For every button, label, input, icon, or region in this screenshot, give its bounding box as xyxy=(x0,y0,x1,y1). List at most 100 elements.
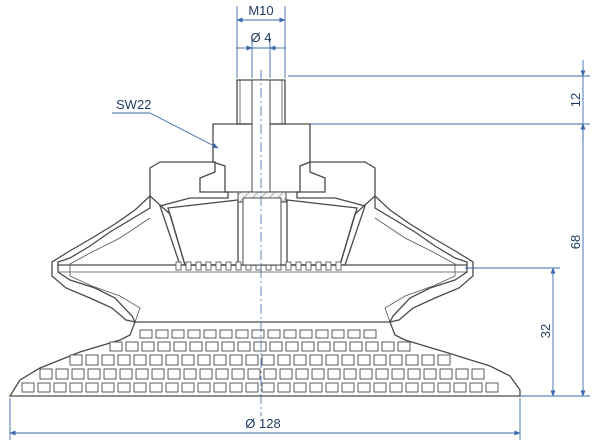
lip-cell xyxy=(205,341,219,352)
lip-cell xyxy=(167,368,181,380)
lip-cell xyxy=(423,368,437,380)
lip-cell xyxy=(471,368,485,380)
lip-cell xyxy=(149,354,163,366)
lip-cell xyxy=(53,382,67,393)
dimension-m10: M10 xyxy=(236,3,286,78)
lip-cell xyxy=(279,368,293,380)
body-tooth xyxy=(295,261,302,271)
lip-cell xyxy=(373,382,387,393)
lip-cell xyxy=(331,329,345,339)
body-teeth xyxy=(175,261,342,271)
lip-cell xyxy=(235,329,249,339)
lip-cell xyxy=(251,329,265,339)
lip-cell xyxy=(139,329,153,339)
lip-cell xyxy=(341,382,355,393)
lip-cell xyxy=(437,382,451,393)
lip-cell xyxy=(405,354,419,366)
lip-cell xyxy=(333,341,347,352)
lip-cell xyxy=(405,382,419,393)
lip-cell xyxy=(373,354,387,366)
body-tooth xyxy=(205,261,212,271)
lip-cell xyxy=(101,382,115,393)
upper-body xyxy=(149,161,376,271)
lip-grid xyxy=(21,329,499,393)
lip-cell xyxy=(117,354,131,366)
lip-cell xyxy=(349,341,363,352)
lip-cell xyxy=(277,382,291,393)
lip-cell xyxy=(261,354,275,366)
lip-cell xyxy=(365,341,379,352)
lip-cell xyxy=(197,354,211,366)
lip-cell xyxy=(69,382,83,393)
lip-cell xyxy=(389,382,403,393)
lip-cell xyxy=(151,368,165,380)
lip-cell xyxy=(245,354,259,366)
lip-cell xyxy=(325,354,339,366)
lip-cell xyxy=(421,382,435,393)
lip-cell xyxy=(87,368,101,380)
dimension-bore: Ø 4 xyxy=(236,30,286,78)
wrench-size-label: SW22 xyxy=(116,97,151,112)
thread-size-label: M10 xyxy=(248,3,273,18)
lip-cell xyxy=(55,368,69,380)
lip-cell xyxy=(317,341,331,352)
lip-cell xyxy=(295,368,309,380)
lip-cell xyxy=(197,382,211,393)
lip-cell xyxy=(455,368,469,380)
body-tooth xyxy=(195,261,202,271)
lip-cell xyxy=(181,354,195,366)
lip-cell xyxy=(141,341,155,352)
lip-cell xyxy=(309,382,323,393)
body-tooth xyxy=(315,261,322,271)
lip-cell xyxy=(229,382,243,393)
lip-cell xyxy=(325,382,339,393)
lip-cell xyxy=(171,329,185,339)
lip-cell xyxy=(213,354,227,366)
lip-cell xyxy=(363,329,377,339)
lip-cell xyxy=(267,329,281,339)
lip-cell xyxy=(341,354,355,366)
lip-cell xyxy=(309,354,323,366)
lip-cell xyxy=(219,329,233,339)
lip-cell xyxy=(189,341,203,352)
body-tooth xyxy=(225,261,232,271)
lip-cell xyxy=(203,329,217,339)
lip-cell xyxy=(103,368,117,380)
lip-cell xyxy=(221,341,235,352)
body-tooth xyxy=(185,261,192,271)
lip-cell xyxy=(261,382,275,393)
lip-cell xyxy=(439,368,453,380)
lip-cell xyxy=(213,382,227,393)
lip-cell xyxy=(263,368,277,380)
lip-cell xyxy=(245,382,259,393)
lip-cell xyxy=(155,329,169,339)
lip-cell xyxy=(397,341,411,352)
body-tooth xyxy=(325,261,332,271)
suction-lip xyxy=(8,321,521,397)
lip-cell xyxy=(421,354,435,366)
lip-cell xyxy=(37,382,51,393)
lip-cell xyxy=(173,341,187,352)
lip-cell xyxy=(453,382,467,393)
lip-cell xyxy=(391,368,405,380)
lip-cell xyxy=(293,382,307,393)
lip-cell xyxy=(327,368,341,380)
lip-cell xyxy=(229,354,243,366)
lip-cell xyxy=(293,354,307,366)
lip-cell xyxy=(109,341,123,352)
lip-cell xyxy=(285,341,299,352)
lip-cell xyxy=(125,341,139,352)
body-tooth xyxy=(235,261,242,271)
lip-cell xyxy=(277,354,291,366)
lip-cell xyxy=(247,368,261,380)
lip-cell xyxy=(183,368,197,380)
body-tooth xyxy=(285,261,292,271)
lip-cell xyxy=(85,382,99,393)
lip-cell xyxy=(357,382,371,393)
lip-cell xyxy=(135,368,149,380)
thread-length-label: 12 xyxy=(568,93,583,107)
lip-cell xyxy=(165,382,179,393)
lip-cell xyxy=(269,341,283,352)
lip-cell xyxy=(299,329,313,339)
